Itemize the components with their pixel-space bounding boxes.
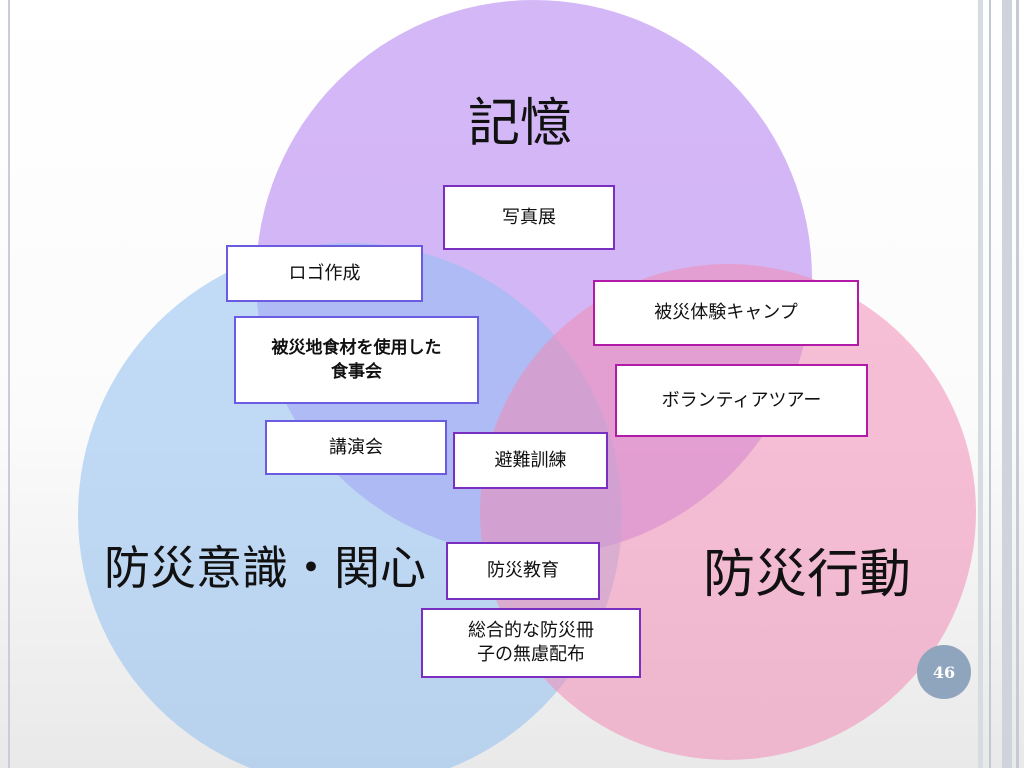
label-awareness: 防災意識・関心 [104,541,426,595]
right-frame-line-b [1002,0,1012,768]
item-disaster-food-meal: 被災地食材を使用した 食事会 [234,316,479,404]
item-disaster-camp: 被災体験キャンプ [593,280,859,346]
page-number-badge: 46 [917,645,971,699]
item-evacuation-drill: 避難訓練 [453,432,608,489]
item-photo-exhibition: 写真展 [443,185,615,250]
right-frame-band [978,0,983,768]
item-logo-creation: ロゴ作成 [226,245,423,302]
left-frame-line [8,0,10,768]
item-lecture: 講演会 [265,420,447,475]
label-memory: 記憶 [468,94,573,154]
item-volunteer-tour: ボランティアツアー [615,364,868,437]
item-booklet: 総合的な防災冊 子の無慮配布 [421,608,641,678]
right-frame-line-c [1016,0,1019,768]
item-disaster-education: 防災教育 [446,542,600,600]
right-frame-line-a [989,0,991,768]
label-action: 防災行動 [703,545,912,605]
